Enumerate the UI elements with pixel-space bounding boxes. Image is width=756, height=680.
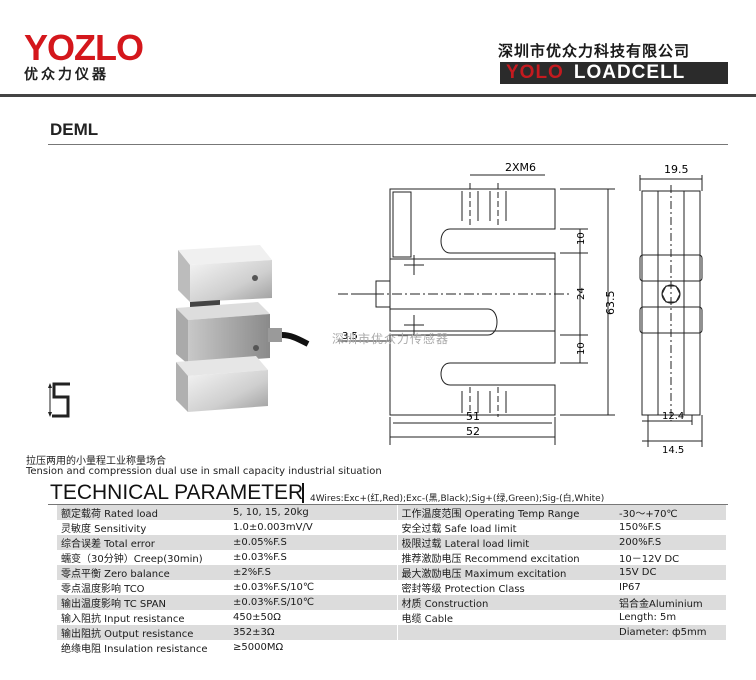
spec-label: 输出阻抗 Output resistance (57, 625, 229, 640)
s-type-icon (48, 382, 70, 418)
dim-bottom-gap: 10 (576, 342, 587, 355)
title-separator (302, 483, 304, 503)
spec-label-2: 工作温度范围 Operating Temp Range (397, 505, 615, 520)
spec-value: ±0.05%F.S (229, 535, 398, 550)
dim-height: 63.5 (604, 291, 617, 316)
dim-top-gap: 10 (576, 232, 587, 245)
side-drawing: 19.5 12.4 14.5 (639, 163, 703, 455)
spec-value: ±0.03%F.S (229, 550, 398, 565)
banner-yolo: YOLO (506, 62, 564, 83)
spec-label: 综合误差 Total error (57, 535, 229, 550)
spec-value-2: -30～+70℃ (615, 505, 726, 520)
spec-value-2: 铝合金Aluminium (615, 595, 726, 610)
spec-value-2: 200%F.S (615, 535, 726, 550)
header-divider (0, 94, 756, 97)
technical-title: TECHNICAL PARAMETER (50, 481, 304, 504)
spec-row: 绝缘电阻 Insulation resistance≥5000MΩ (57, 640, 726, 655)
dim-side-top: 19.5 (664, 163, 689, 176)
spec-label-2 (397, 625, 615, 640)
model-divider (48, 144, 728, 145)
dim-inner-width: 51 (466, 410, 480, 423)
spec-label: 蠕变（30分钟）Creep(30min) (57, 550, 229, 565)
wiring-info: 4Wires:Exc+(红,Red);Exc-(黑,Black);Sig+(绿,… (310, 494, 605, 504)
spec-label: 额定载荷 Rated load (57, 505, 229, 520)
spec-value-2 (615, 640, 726, 655)
spec-value-2: Length: 5m (615, 610, 726, 625)
dim-outer-width: 52 (466, 425, 480, 438)
dim-mid: 24 (576, 287, 587, 300)
spec-value-2: 10－12V DC (615, 550, 726, 565)
spec-label-2: 最大激励电压 Maximum excitation (397, 565, 615, 580)
spec-value: ±2%F.S (229, 565, 398, 580)
spec-value-2: IP67 (615, 580, 726, 595)
spec-label-2: 密封等级 Protection Class (397, 580, 615, 595)
technical-divider (48, 504, 728, 505)
spec-value: 1.0±0.003mV/V (229, 520, 398, 535)
brand-logo-cn: 优众力仪器 (24, 67, 109, 83)
spec-label-2: 极限过载 Lateral load limit (397, 535, 615, 550)
spec-label-2: 推荐激励电压 Recommend excitation (397, 550, 615, 565)
front-drawing: 2XM6 10 24 10 63.5 3.5 51 52 (338, 161, 617, 445)
spec-label: 输入阻抗 Input resistance (57, 610, 229, 625)
spec-value-2: 15V DC (615, 565, 726, 580)
spec-value-2: 150%F.S (615, 520, 726, 535)
description-en: Tension and compression dual use in smal… (26, 466, 382, 477)
dim-side-inner: 12.4 (662, 411, 684, 422)
spec-value: 450±50Ω (229, 610, 398, 625)
spec-value: ±0.03%F.S/10℃ (229, 595, 398, 610)
spec-label-2: 安全过载 Safe load limit (397, 520, 615, 535)
dim-thread: 2XM6 (505, 161, 536, 174)
spec-label-2: 材质 Construction (397, 595, 615, 610)
product-photo (176, 245, 310, 412)
spec-label: 零点平衡 Zero balance (57, 565, 229, 580)
spec-value: ≥5000MΩ (229, 640, 398, 655)
spec-label-2 (397, 640, 615, 655)
spec-label-2: 电缆 Cable (397, 610, 615, 625)
spec-label: 输出温度影响 TC SPAN (57, 595, 229, 610)
model-title: DEML (50, 120, 99, 139)
company-name: 深圳市优众力科技有限公司 (498, 42, 691, 60)
brand-logo: YOZLO (24, 27, 144, 68)
dim-offset: 3.5 (342, 331, 358, 342)
spec-value: ±0.03%F.S/10℃ (229, 580, 398, 595)
brand-banner: YOLO LOADCELL (500, 62, 728, 84)
spec-label: 灵敏度 Sensitivity (57, 520, 229, 535)
spec-value: 5, 10, 15, 20kg (229, 505, 398, 520)
description-cn: 拉压两用的小量程工业称量场合 (26, 456, 166, 467)
dim-side-bottom: 14.5 (662, 445, 684, 455)
spec-value-2: Diameter: ф5mm (615, 625, 726, 640)
spec-label: 绝缘电阻 Insulation resistance (57, 640, 229, 655)
watermark: 深圳市优众力传感器 (332, 332, 450, 346)
spec-value: 352±3Ω (229, 625, 398, 640)
spec-label: 零点温度影响 TCO (57, 580, 229, 595)
banner-loadcell: LOADCELL (573, 62, 686, 83)
